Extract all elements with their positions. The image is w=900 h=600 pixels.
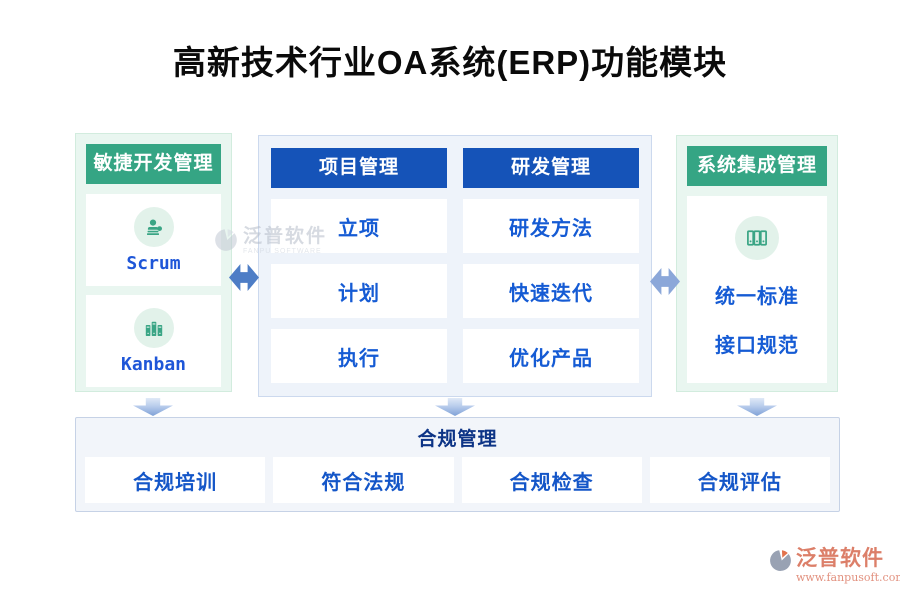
page-title: 高新技术行业OA系统(ERP)功能模块 xyxy=(172,44,728,81)
item-regulation-conformity: 符合法规 xyxy=(273,457,454,503)
item-product-optimization: 优化产品 xyxy=(463,329,639,383)
kanban-columns-icon xyxy=(133,307,174,348)
down-arrow-icon-middle xyxy=(435,398,475,416)
binders-icon xyxy=(735,216,779,260)
fanpu-swirl-logo-icon xyxy=(768,548,793,578)
project-mgmt-header: 项目管理 xyxy=(271,148,447,188)
column-rnd-mgmt: 研发管理 研发方法 快速迭代 优化产品 xyxy=(463,148,639,384)
panel-project-rnd: 项目管理 立项 计划 执行 研发管理 研发方法 快速迭代 优化产品 xyxy=(258,135,652,397)
item-project-execute: 执行 xyxy=(271,329,447,383)
item-project-plan: 计划 xyxy=(271,264,447,318)
card-label: Scrum xyxy=(126,252,181,274)
item-rnd-method: 研发方法 xyxy=(463,199,639,253)
panel-system-integration: 系统集成管理 统一标准 接口规范 xyxy=(676,135,838,392)
card-scrum: Scrum xyxy=(86,194,221,286)
brand-url: www.fanpusoft.com xyxy=(796,571,900,584)
brand-logo: 泛普软件 www.fanpusoft.com xyxy=(768,548,900,583)
left-middle-link-arrow-icon xyxy=(229,264,259,291)
item-rapid-iteration: 快速迭代 xyxy=(463,264,639,318)
compliance-header: 合规管理 xyxy=(417,429,498,450)
item-compliance-training: 合规培训 xyxy=(85,457,266,503)
brand-name: 泛普软件 xyxy=(796,547,884,570)
card-integration: 统一标准 接口规范 xyxy=(687,196,827,383)
card-label: Kanban xyxy=(120,353,187,375)
item-project-initiation: 立项 xyxy=(271,199,447,253)
down-arrow-icon-left xyxy=(133,398,173,416)
rnd-mgmt-header: 研发管理 xyxy=(463,148,639,188)
card-kanban: Kanban xyxy=(86,295,221,387)
item-unified-standard: 统一标准 xyxy=(715,286,799,308)
panel-agile-dev: 敏捷开发管理 Scrum xyxy=(75,133,232,392)
agile-dev-header: 敏捷开发管理 xyxy=(86,144,221,184)
item-compliance-check: 合规检查 xyxy=(461,457,642,503)
panel-compliance: 合规管理 合规培训 符合法规 合规检查 合规评估 xyxy=(75,417,840,512)
column-project-mgmt: 项目管理 立项 计划 执行 xyxy=(271,148,447,384)
item-interface-spec: 接口规范 xyxy=(715,335,799,357)
system-integration-header: 系统集成管理 xyxy=(687,146,827,186)
stamp-person-icon xyxy=(133,206,174,247)
item-compliance-assessment: 合规评估 xyxy=(649,457,830,503)
down-arrow-icon-right xyxy=(737,398,777,416)
